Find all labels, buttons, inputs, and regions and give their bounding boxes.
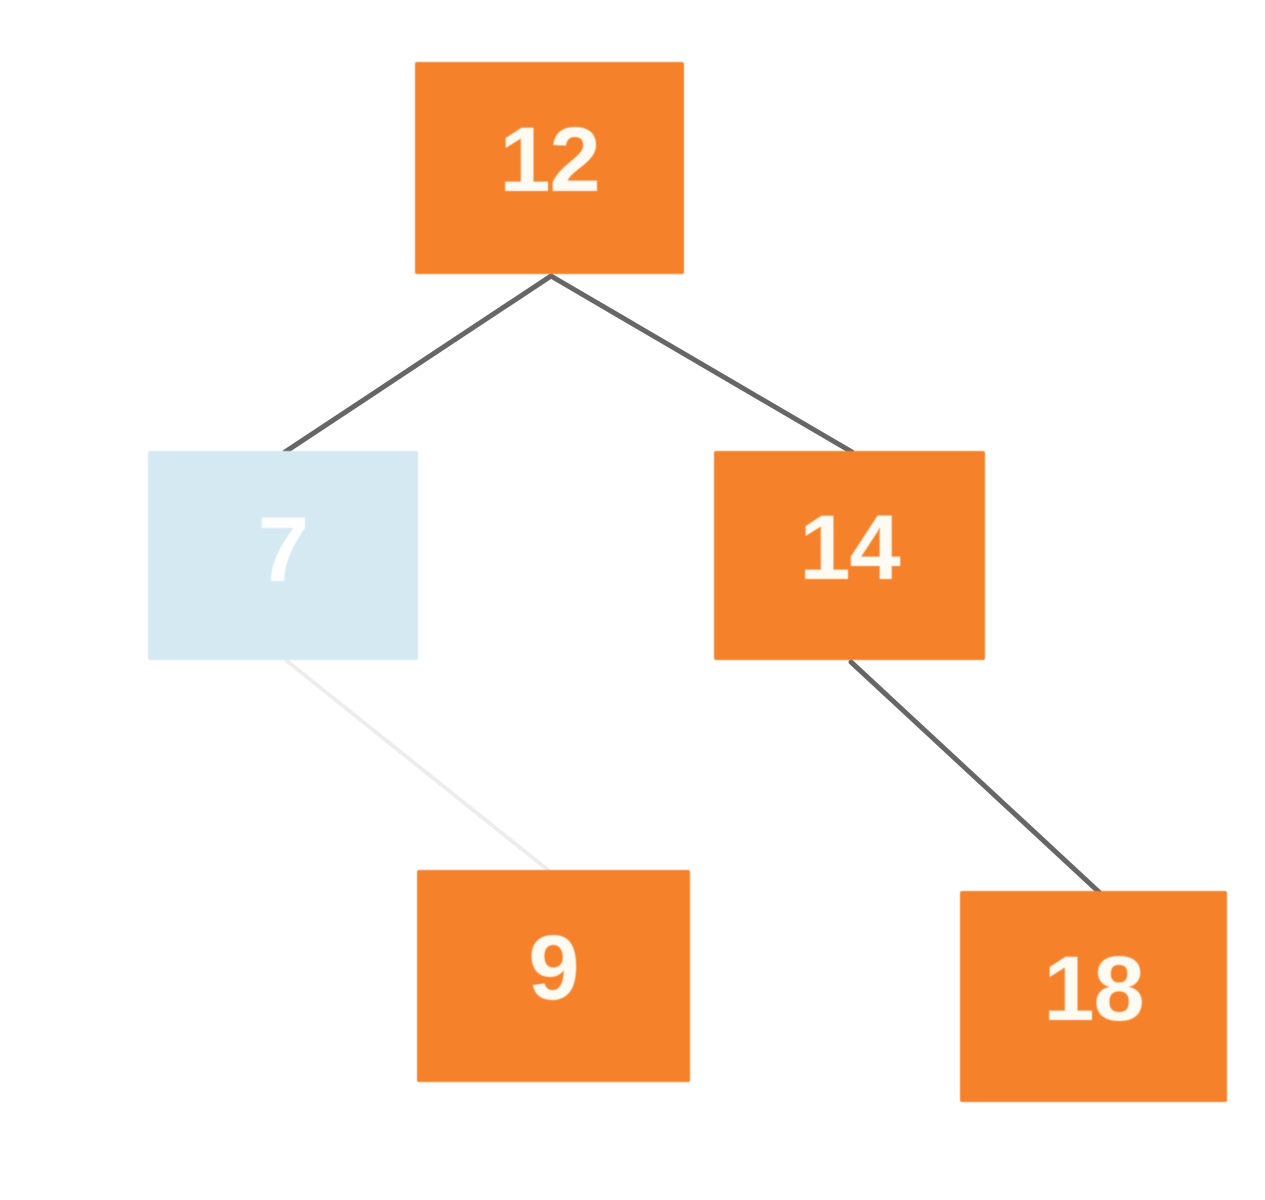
tree-node-label: 7 (257, 498, 309, 601)
tree-node-7[interactable]: 7 (148, 451, 418, 660)
tree-edge-12-to-7 (282, 273, 554, 455)
tree-node-9[interactable]: 9 (417, 870, 690, 1082)
tree-edge-12-to-14 (548, 273, 855, 455)
tree-node-label: 14 (799, 496, 900, 599)
tree-node-12[interactable]: 12 (415, 62, 684, 274)
tree-node-label: 18 (1043, 937, 1144, 1040)
tree-edge-14-to-18 (848, 659, 1103, 896)
tree-node-label: 9 (528, 917, 579, 1019)
tree-node-14[interactable]: 14 (714, 451, 985, 660)
tree-node-18[interactable]: 18 (960, 891, 1227, 1102)
tree-node-label: 12 (499, 109, 600, 211)
tree-edge-7-to-9 (285, 659, 550, 872)
